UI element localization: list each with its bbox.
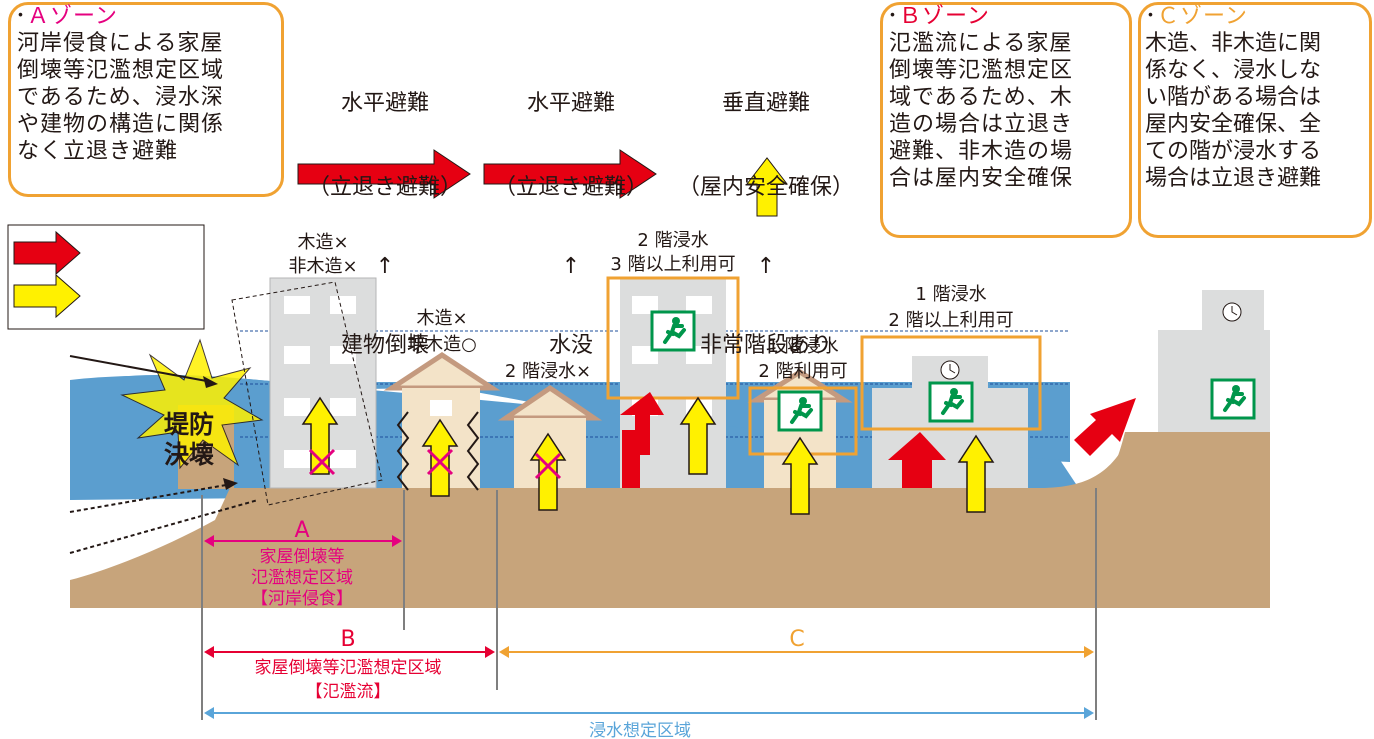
zone-c-box: ･Ｃゾーン 木造、非木造に関 係なく、浸水しな い階がある場合は 屋内安全確保、… — [1138, 2, 1372, 238]
yellow-arrow-icon — [13, 273, 81, 319]
header-col-3: 垂直避難 （屋内安全確保） ↑ 非常階段あり — [666, 34, 866, 388]
zone-b-title: Ｂゾーン — [899, 4, 990, 29]
building-wide — [860, 335, 1042, 513]
red-arrow-icon — [13, 230, 81, 276]
label-tall-2: 非木造× — [288, 256, 357, 277]
dike-label-1: 堤防 — [164, 410, 214, 439]
red-arrow-icon — [620, 392, 664, 488]
range-b-line2: 【氾濫流】 — [306, 682, 391, 702]
header-1-sub: （立退き避難） — [307, 175, 462, 200]
label-wide-1: 1 階浸水 — [915, 284, 986, 305]
zone-a-body: 河岸侵食による家屋 倒壊等氾濫想定区域 であるため、浸水深 や建物の構造に関係 … — [17, 31, 225, 164]
zone-a-box: ･Ａゾーン 河岸侵食による家屋 倒壊等氾濫想定区域 であるため、浸水深 や建物の… — [8, 2, 284, 197]
range-c-arrow — [499, 646, 1094, 658]
red-arrow-icon — [483, 149, 657, 199]
legend-box — [7, 224, 205, 330]
header-col-1: 水平避難 （立退き避難） ↑ 建物倒壊 — [300, 34, 470, 388]
dike-break-burst — [120, 338, 264, 470]
zone-a-title: Ａゾーン — [27, 4, 118, 29]
red-arrow-icon — [1074, 398, 1136, 456]
dike-label-2: 決壊 — [164, 440, 214, 469]
header-2-arrow: ↑ — [561, 254, 581, 279]
label-house1-1: 木造× — [416, 308, 467, 329]
header-col-2: 水平避難 （立退き避難） ↑ 水没 — [486, 34, 656, 388]
header-3-arrow: ↑ — [756, 254, 776, 279]
zone-c-title: Ｃゾーン — [1157, 4, 1248, 29]
range-a-line2: 氾濫想定区域 — [251, 568, 353, 588]
header-1-top: 水平避難 — [340, 91, 429, 116]
zone-c-body: 木造、非木造に関 係なく、浸水しな い階がある場合は 屋内安全確保、全 ての階が… — [1145, 31, 1322, 191]
range-a-letter: A — [294, 518, 309, 543]
label-wide-2: 2 階以上利用可 — [888, 310, 1013, 331]
range-a-arrow — [204, 535, 402, 547]
label-house3-2: 2 階利用可 — [758, 361, 847, 382]
flow-line-1 — [69, 355, 213, 383]
building-far — [1074, 290, 1270, 456]
range-total-label: 浸水想定区域 — [589, 721, 691, 739]
range-b-line1: 家屋倒壊等氾濫想定区域 — [255, 658, 442, 678]
header-2-sub: （立退き避難） — [493, 175, 648, 200]
zone-b-box: ･Ｂゾーン 氾濫流による家屋 倒壊等氾濫想定区 域であるため、木 造の場合は立退… — [880, 2, 1132, 238]
range-a-line3: 【河岸侵食】 — [251, 589, 353, 609]
ground — [70, 432, 1270, 608]
header-1-arrow: ↑ — [375, 254, 395, 279]
range-b-letter: B — [340, 627, 355, 652]
building-tall — [231, 277, 383, 506]
header-3-cause: 非常階段あり — [699, 333, 832, 358]
building-mid — [606, 276, 740, 488]
header-3-sub: （屋内安全確保） — [677, 175, 854, 200]
header-3-top: 垂直避難 — [721, 91, 810, 116]
header-2-top: 水平避難 — [526, 91, 615, 116]
range-a-line1: 家屋倒壊等 — [260, 547, 345, 567]
label-tall-1: 木造× — [297, 232, 348, 253]
building-house-2 — [497, 384, 603, 511]
label-mid-1: 2 階浸水 — [637, 230, 708, 251]
building-house-3 — [747, 369, 858, 515]
label-house3-1: 1 階浸水 — [767, 336, 838, 357]
label-house2: 2 階浸水× — [505, 361, 591, 382]
red-arrow-icon — [297, 149, 471, 199]
range-total-arrow — [204, 707, 1094, 719]
label-mid-2: 3 階以上利用可 — [610, 254, 735, 275]
zone-b-body: 氾濫流による家屋 倒壊等氾濫想定区 域であるため、木 造の場合は立退き 避難、非… — [889, 31, 1074, 191]
building-house-1 — [383, 352, 501, 497]
header-2-cause: 水没 — [548, 333, 593, 358]
range-b-arrow — [204, 646, 495, 658]
header-1-cause: 建物倒壊 — [340, 333, 429, 358]
raised-ground — [1096, 432, 1270, 608]
range-c-letter: C — [789, 627, 804, 652]
flow-line-3 — [69, 499, 259, 554]
label-house1-2: 非木造○ — [407, 334, 477, 355]
yellow-arrow-icon — [745, 157, 789, 217]
